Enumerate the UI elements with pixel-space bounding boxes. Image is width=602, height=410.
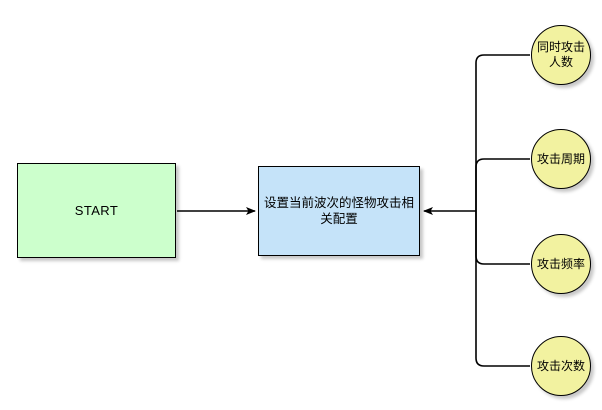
node-param-1-label: 同时攻击人数 — [536, 40, 585, 69]
node-param-attack-cycle[interactable]: 攻击周期 — [531, 129, 591, 189]
node-start[interactable]: START — [17, 163, 176, 258]
node-param-attack-frequency[interactable]: 攻击频率 — [531, 234, 591, 294]
edge-param-1-to-trunk — [475, 54, 530, 211]
node-param-2-label: 攻击周期 — [536, 151, 585, 166]
node-param-attack-times[interactable]: 攻击次数 — [531, 336, 591, 396]
node-process-set-wave-attack-config[interactable]: 设置当前波次的怪物攻击相关配置 — [258, 166, 420, 256]
edge-param-4-to-trunk — [475, 211, 530, 367]
node-param-4-label: 攻击次数 — [536, 358, 585, 373]
node-process-label: 设置当前波次的怪物攻击相关配置 — [263, 196, 414, 226]
edge-param-3-to-trunk — [475, 211, 530, 265]
node-param-simultaneous-attack-count[interactable]: 同时攻击人数 — [531, 25, 591, 85]
node-param-3-label: 攻击频率 — [536, 256, 585, 271]
edge-param-2-to-trunk — [475, 158, 530, 211]
node-start-label: START — [74, 203, 119, 218]
